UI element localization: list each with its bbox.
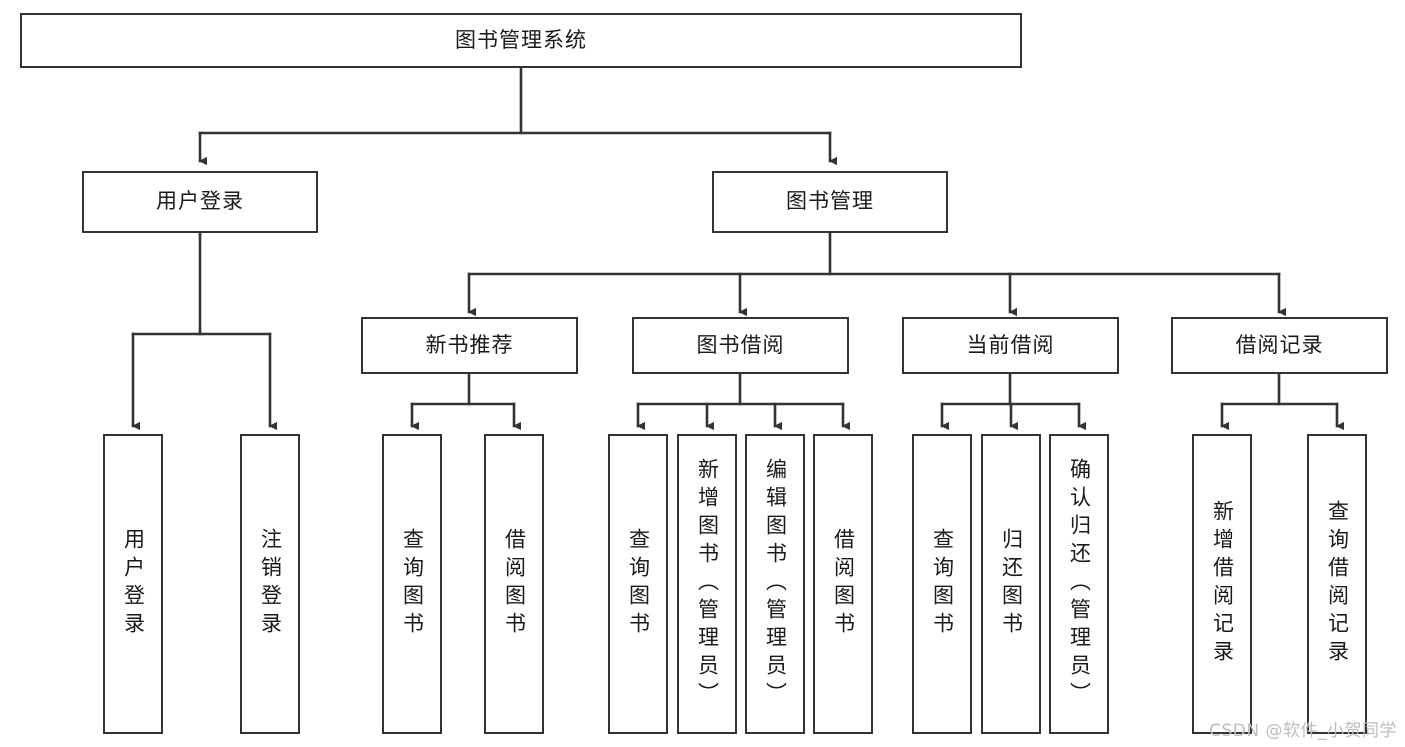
leaf-new-book-borrow[interactable]: 借阅图书 <box>484 434 544 734</box>
node-book-borrow[interactable]: 图书借阅 <box>632 317 849 374</box>
node-root[interactable]: 图书管理系统 <box>20 13 1022 68</box>
node-new-book-recommend-label: 新书推荐 <box>425 332 514 357</box>
node-book-management-label: 图书管理 <box>786 189 874 214</box>
node-borrow-record[interactable]: 借阅记录 <box>1171 317 1388 374</box>
leaf-borrow-record-add[interactable]: 新增借阅记录 <box>1192 434 1252 734</box>
leaf-label: 查询借阅记录 <box>1325 500 1350 668</box>
leaf-label: 注销登录 <box>258 528 283 640</box>
node-borrow-record-label: 借阅记录 <box>1235 332 1324 357</box>
leaf-user-login-login[interactable]: 用户登录 <box>103 434 163 734</box>
leaf-book-borrow-query[interactable]: 查询图书 <box>608 434 668 734</box>
leaf-label: 查询图书 <box>626 528 651 640</box>
leaf-label: 确认归还（管理员） <box>1067 458 1092 710</box>
node-current-borrow[interactable]: 当前借阅 <box>902 317 1119 374</box>
node-user-login[interactable]: 用户登录 <box>82 171 318 233</box>
node-new-book-recommend[interactable]: 新书推荐 <box>361 317 578 374</box>
leaf-label: 新增图书（管理员） <box>695 458 720 710</box>
leaf-label: 用户登录 <box>121 528 146 640</box>
leaf-current-borrow-query[interactable]: 查询图书 <box>912 434 972 734</box>
leaf-current-borrow-return[interactable]: 归还图书 <box>981 434 1041 734</box>
leaf-label: 查询图书 <box>930 528 955 640</box>
leaf-label: 查询图书 <box>400 528 425 640</box>
leaf-book-borrow-add[interactable]: 新增图书（管理员） <box>677 434 737 734</box>
leaf-label: 新增借阅记录 <box>1210 500 1235 668</box>
node-book-management[interactable]: 图书管理 <box>712 171 948 233</box>
leaf-label: 编辑图书（管理员） <box>763 458 788 710</box>
watermark-text: CSDN @软件_小贺同学 <box>1209 721 1397 741</box>
node-book-borrow-label: 图书借阅 <box>696 332 785 357</box>
leaf-new-book-query[interactable]: 查询图书 <box>382 434 442 734</box>
leaf-current-borrow-confirm[interactable]: 确认归还（管理员） <box>1049 434 1109 734</box>
node-root-label: 图书管理系统 <box>455 27 587 52</box>
leaf-book-borrow-borrow[interactable]: 借阅图书 <box>813 434 873 734</box>
leaf-label: 借阅图书 <box>831 528 856 640</box>
leaf-label: 借阅图书 <box>502 528 527 640</box>
leaf-label: 归还图书 <box>999 528 1024 640</box>
leaf-book-borrow-edit[interactable]: 编辑图书（管理员） <box>745 434 805 734</box>
leaf-user-login-logout[interactable]: 注销登录 <box>240 434 300 734</box>
leaf-borrow-record-query[interactable]: 查询借阅记录 <box>1307 434 1367 734</box>
node-user-login-label: 用户登录 <box>156 189 244 214</box>
node-current-borrow-label: 当前借阅 <box>966 332 1055 357</box>
